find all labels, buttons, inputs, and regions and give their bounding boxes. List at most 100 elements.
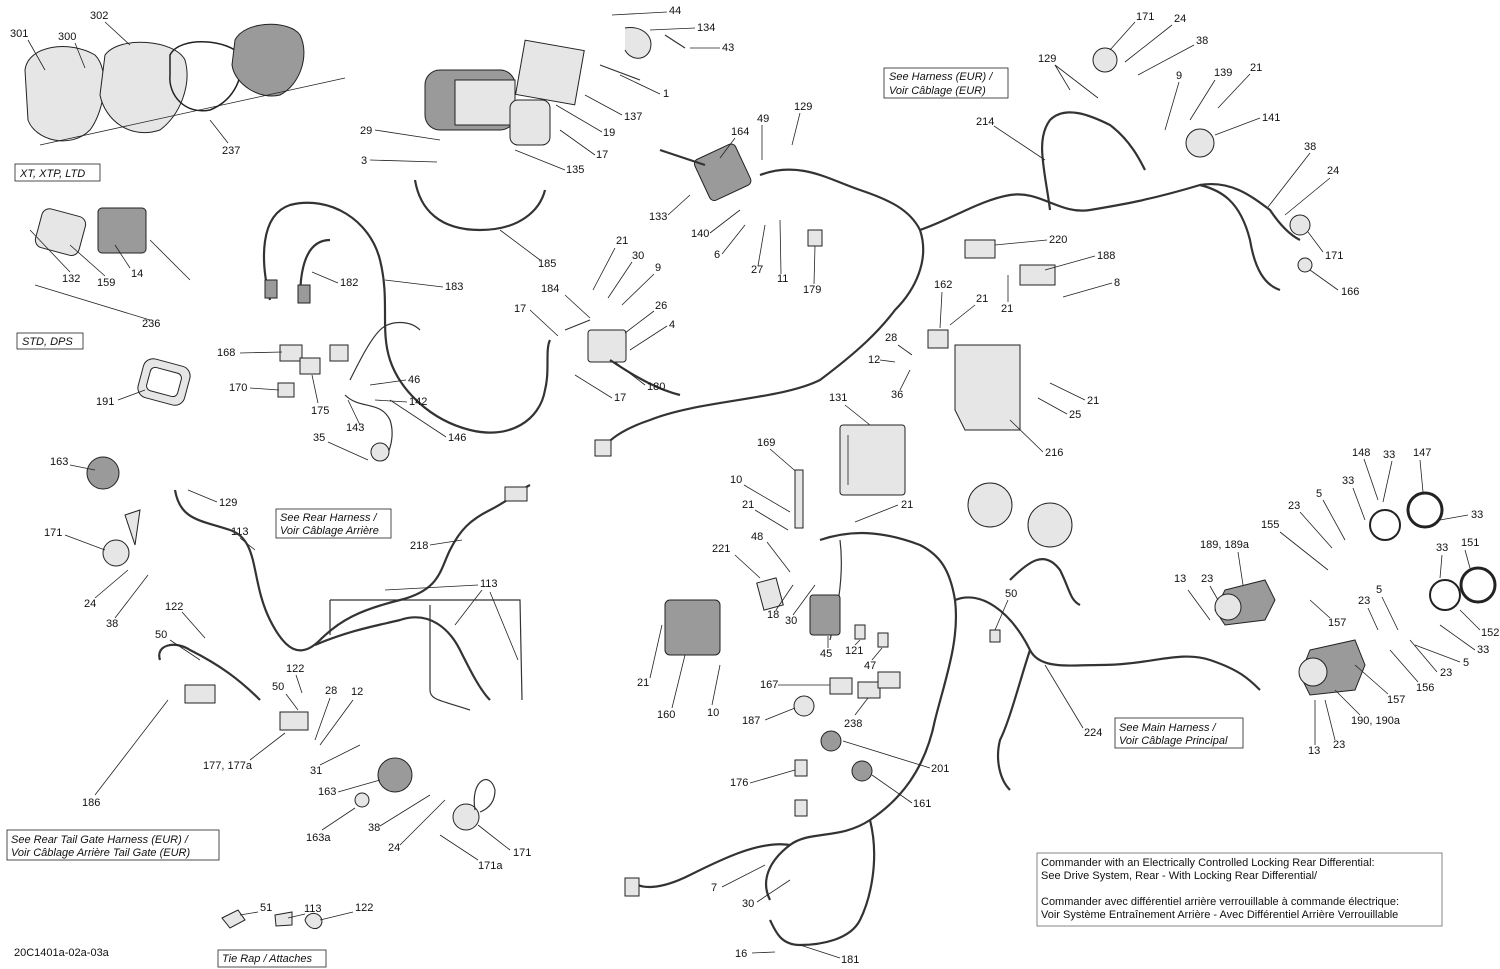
callout-155: 155	[1261, 519, 1279, 531]
tail-gate-label-1: See Rear Tail Gate Harness (EUR) /	[11, 834, 189, 846]
callout-216: 216	[1045, 447, 1063, 459]
callout-51: 51	[260, 902, 272, 914]
callout-162: 162	[934, 279, 952, 291]
rear-harness-label-2: Voir Câblage Arrière	[280, 525, 379, 537]
note-line-4: Commander avec différentiel arrière verr…	[1041, 896, 1399, 908]
callout-5-bottom: 5	[1463, 657, 1469, 669]
callout-220: 220	[1049, 234, 1067, 246]
callout-50-left: 50	[155, 629, 167, 641]
callout-180: 180	[647, 381, 665, 393]
callout-45: 45	[820, 648, 832, 660]
callout-17-relay: 17	[514, 303, 526, 315]
callout-23-bottom: 23	[1333, 739, 1345, 751]
callout-122-left: 122	[165, 601, 183, 613]
callout-171-bottom: 171	[513, 847, 531, 859]
callout-183: 183	[445, 281, 463, 293]
callout-38-left: 38	[106, 618, 118, 630]
std-dps-label-box: STD, DPS	[16, 332, 84, 350]
callout-134: 134	[697, 22, 715, 34]
callout-142: 142	[409, 396, 427, 408]
note-line-5: Voir Système Entraînement Arrière - Avec…	[1041, 909, 1398, 921]
winch-harness	[262, 201, 552, 462]
xt-xtp-ltd-label-box: XT, XTP, LTD	[14, 163, 101, 182]
callout-122-bottom: 122	[355, 902, 373, 914]
callout-4: 4	[669, 319, 675, 331]
callout-166: 166	[1341, 286, 1359, 298]
callout-189: 189, 189a	[1200, 539, 1250, 551]
callout-160: 160	[657, 709, 675, 721]
rear-harness-label-box: See Rear Harness / Voir Câblage Arrière	[275, 508, 392, 539]
callout-163-bottom: 163	[318, 786, 336, 798]
callout-33-mid: 33	[1436, 542, 1448, 554]
callout-157-bottom: 157	[1387, 694, 1405, 706]
harness-eur-label-1: See Harness (EUR) /	[889, 71, 993, 83]
callout-43: 43	[722, 42, 734, 54]
callout-23-bottom-r: 23	[1440, 667, 1452, 679]
rear-light-171-left	[102, 509, 141, 567]
callout-139: 139	[1214, 67, 1232, 79]
callout-11: 11	[777, 273, 788, 285]
callout-179: 179	[803, 284, 821, 296]
callout-113-mid: 113	[480, 578, 498, 590]
callout-129-top: 129	[1038, 53, 1056, 65]
callout-3: 3	[361, 155, 367, 167]
callout-38-right: 38	[1304, 141, 1316, 153]
callout-1: 1	[663, 88, 669, 100]
callout-47: 47	[864, 660, 876, 672]
callout-5-top: 5	[1316, 488, 1322, 500]
callout-148: 148	[1352, 447, 1370, 459]
callout-129-left: 129	[219, 497, 237, 509]
callout-177: 177, 177a	[203, 760, 253, 772]
callout-157-top: 157	[1328, 617, 1346, 629]
callout-21-left: 21	[637, 677, 649, 689]
tail-gate-label-box: See Rear Tail Gate Harness (EUR) / Voir …	[6, 829, 220, 861]
callout-25: 25	[1069, 409, 1081, 421]
callout-50-main: 50	[1005, 588, 1017, 600]
callout-33-left: 33	[1342, 475, 1354, 487]
callout-129-eur: 129	[794, 101, 812, 113]
callout-238: 238	[844, 718, 862, 730]
callout-300: 300	[58, 31, 76, 43]
rear-light-163-bottom	[354, 757, 413, 808]
callout-113-left: 113	[231, 526, 249, 538]
callout-9-top: 9	[1176, 70, 1182, 82]
rear-harness-label-1: See Rear Harness /	[280, 512, 378, 524]
tail-gate-label-2: Voir Câblage Arrière Tail Gate (EUR)	[11, 847, 190, 859]
harness-eur-label-2: Voir Câblage (EUR)	[889, 85, 986, 97]
callout-186: 186	[82, 797, 100, 809]
note-line-1: Commander with an Electrically Controlle…	[1041, 857, 1375, 869]
callout-301: 301	[10, 28, 28, 40]
callout-143: 143	[346, 422, 364, 434]
callout-131: 131	[829, 392, 847, 404]
callout-30-relay: 30	[632, 250, 644, 262]
callout-24-top: 24	[1174, 13, 1186, 25]
callout-23-top: 23	[1288, 500, 1300, 512]
callout-16: 16	[735, 948, 747, 960]
callout-13-top: 13	[1174, 573, 1186, 585]
callout-164: 164	[731, 126, 749, 138]
callout-18: 18	[767, 609, 779, 621]
callout-171-top: 171	[1136, 11, 1154, 23]
tail-gate-harness	[158, 643, 309, 731]
callout-163a: 163a	[306, 832, 331, 844]
callout-6: 6	[714, 249, 720, 261]
bezel-151	[1429, 566, 1497, 611]
callout-12-mid: 12	[351, 686, 363, 698]
relay-162	[927, 329, 949, 349]
callout-147: 147	[1413, 447, 1431, 459]
callout-122-mid: 122	[286, 663, 304, 675]
callout-21-relay: 21	[616, 235, 628, 247]
callout-26: 26	[655, 300, 667, 312]
callout-181: 181	[841, 954, 859, 966]
callout-152: 152	[1481, 627, 1499, 639]
eur-harness-switch	[594, 111, 1313, 457]
callout-17-winch: 17	[596, 149, 608, 161]
callout-19: 19	[603, 127, 615, 139]
callout-121: 121	[845, 645, 863, 657]
callout-140: 140	[691, 228, 709, 240]
callout-132: 132	[62, 273, 80, 285]
note-line-2: See Drive System, Rear - With Locking Re…	[1041, 870, 1318, 882]
callout-218: 218	[410, 540, 428, 552]
gauge-cluster-group-xt	[24, 23, 346, 146]
tie-rap-label-box: Tie Rap / Attaches	[217, 949, 327, 968]
